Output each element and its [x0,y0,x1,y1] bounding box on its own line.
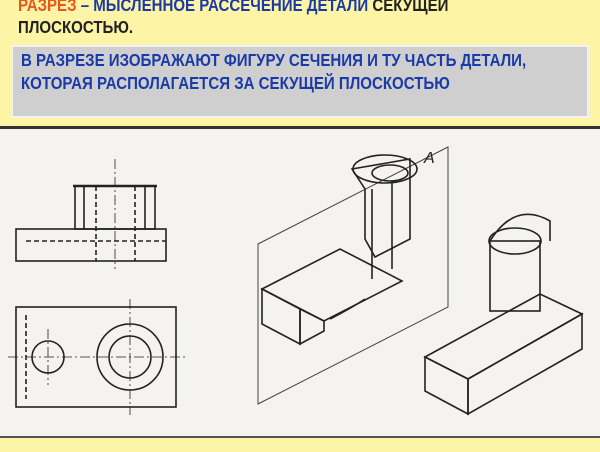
title-tail: СЕКУЩЕЙ ПЛОСКОСТЬЮ. [18,0,449,37]
note-box: В РАЗРЕЗЕ ИЗОБРАЖАЮТ ФИГУРУ СЕЧЕНИЯ И ТУ… [11,45,589,118]
bottom-strip [0,436,600,452]
plane-label: A [423,150,435,167]
section-isometric [257,146,449,405]
part-isometric [423,213,584,416]
technical-drawing: A [0,129,600,436]
note-text: В РАЗРЕЗЕ ИЗОБРАЖАЮТ ФИГУРУ СЕЧЕНИЯ И ТУ… [21,50,527,93]
front-view [15,159,167,269]
title-term: РАЗРЕЗ [18,0,77,15]
slide-title: РАЗРЕЗ – МЫСЛЕННОЕ РАССЕЧЕНИЕ ДЕТАЛИ СЕК… [18,0,517,38]
divider [0,126,600,129]
title-definition: – МЫСЛЕННОЕ РАССЕЧЕНИЕ ДЕТАЛИ [76,0,369,15]
top-view [8,299,185,415]
